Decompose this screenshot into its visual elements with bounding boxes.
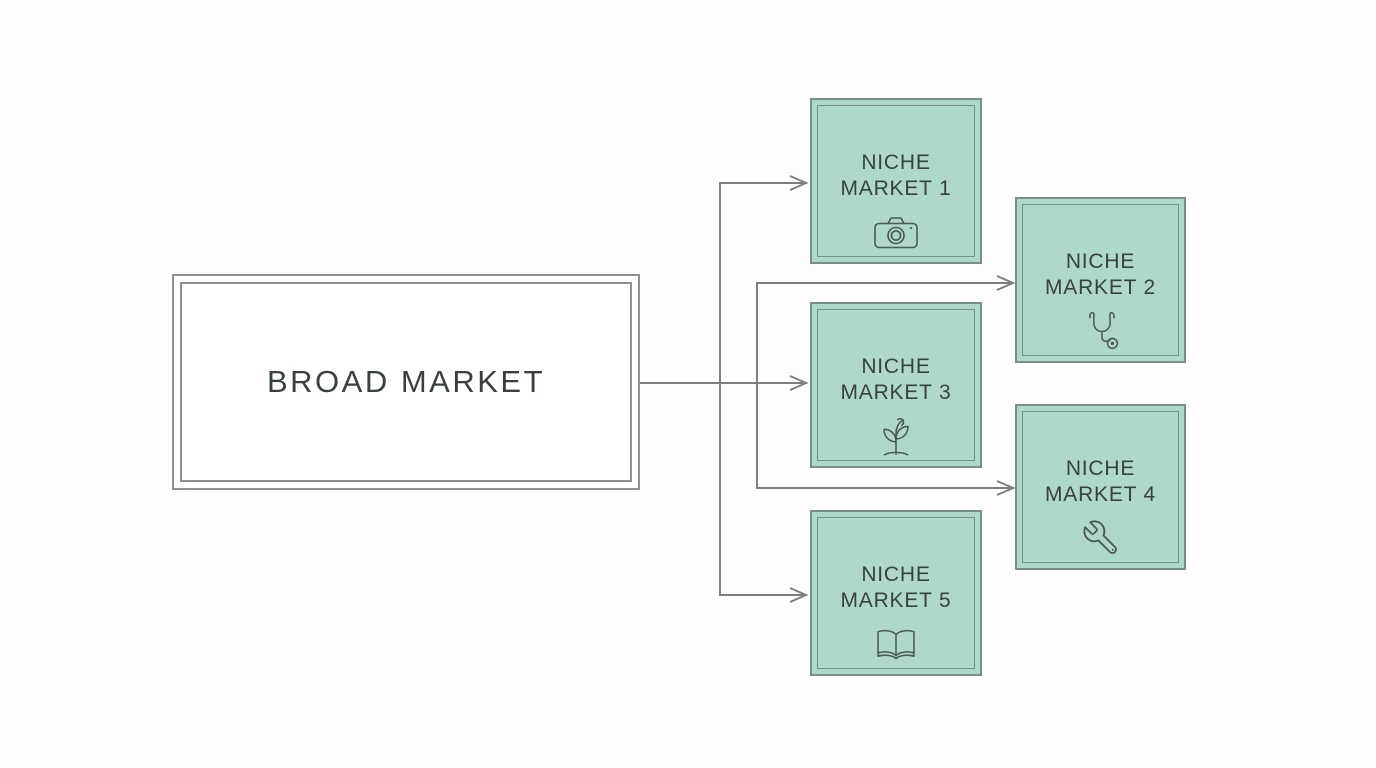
niche-market-4-label: NICHE MARKET 4 <box>1044 457 1157 506</box>
plant-icon <box>883 418 909 456</box>
niche-market-5-box: NICHE MARKET 5 <box>810 510 982 676</box>
niche-market-2-icon-slot <box>1081 309 1121 353</box>
wrench-icon <box>1082 520 1117 555</box>
niche-market-2-label: NICHE MARKET 2 <box>1044 250 1157 299</box>
stethoscope-icon <box>1088 312 1118 350</box>
niche-market-1-label: NICHE MARKET 1 <box>840 151 952 200</box>
connector-branch-to-niche-5 <box>719 383 809 603</box>
niche-market-1-icon-slot <box>873 210 919 254</box>
niche-market-5-label: NICHE MARKET 5 <box>840 563 952 612</box>
niche-market-2-box: NICHE MARKET 2 <box>1015 197 1186 363</box>
broad-market-box: BROAD MARKET <box>172 274 640 490</box>
book-icon <box>877 630 915 660</box>
connector-branch-to-niche-4 <box>756 383 1016 496</box>
niche-market-3-box: NICHE MARKET 3 <box>810 302 982 468</box>
camera-icon <box>874 217 918 249</box>
niche-market-5-icon-slot <box>874 622 918 666</box>
niche-market-3-icon-slot <box>876 414 916 458</box>
niche-market-4-box: NICHE MARKET 4 <box>1015 404 1186 570</box>
niche-market-3-label: NICHE MARKET 3 <box>840 355 952 404</box>
niche-market-1-box: NICHE MARKET 1 <box>810 98 982 264</box>
connector-branch-to-niche-2 <box>756 275 1016 383</box>
connector-branch-to-niche-1 <box>719 175 809 383</box>
niche-market-4-icon-slot <box>1081 516 1121 560</box>
broad-market-label: BROAD MARKET <box>266 364 546 399</box>
